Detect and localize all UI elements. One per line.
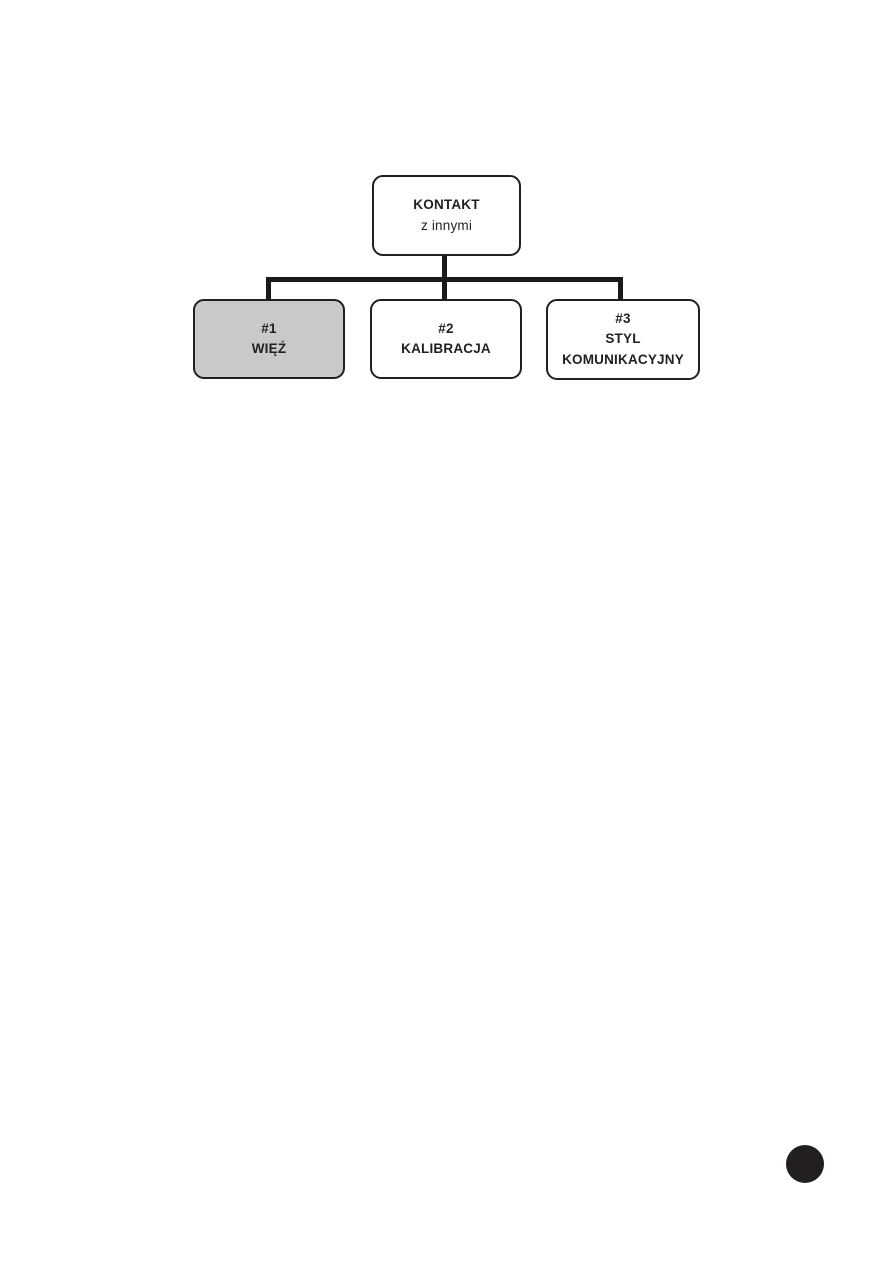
node-kalibracja-number: #2 xyxy=(438,320,454,336)
node-wiez-label: WIĘŹ xyxy=(251,341,287,356)
node-styl-label-line2: KOMUNIKACYJNY xyxy=(562,351,684,367)
node-kontakt-subtitle: z innymi xyxy=(420,217,473,233)
node-kontakt: KONTAKT z innymi xyxy=(372,175,521,256)
node-wiez-number: #1 xyxy=(261,320,277,336)
node-styl-komunikacyjny: #3 STYL KOMUNIKACYJNY xyxy=(546,299,700,380)
node-kalibracja-label: KALIBRACJA xyxy=(401,341,491,356)
node-kalibracja: #2 KALIBRACJA xyxy=(370,299,522,379)
connector-horizontal xyxy=(266,277,623,282)
page-number-dot xyxy=(786,1145,824,1183)
connector-left-vertical xyxy=(266,277,271,301)
node-styl-label-line1: STYL xyxy=(605,331,641,347)
node-styl-number: #3 xyxy=(615,310,631,326)
node-wiez: #1 WIĘŹ xyxy=(193,299,345,379)
node-kontakt-title: KONTAKT xyxy=(413,197,480,212)
connector-right-vertical xyxy=(618,277,623,301)
